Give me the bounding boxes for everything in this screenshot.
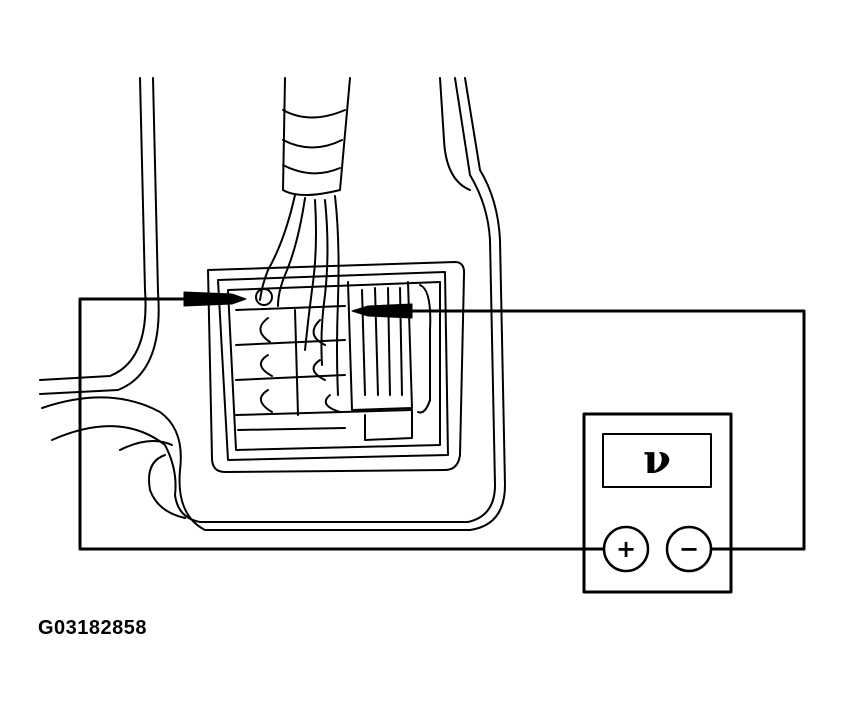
negative-terminal [665, 525, 713, 573]
positive-test-lead [78, 297, 608, 551]
voltmeter-body [582, 412, 733, 594]
negative-probe [351, 303, 413, 319]
positive-terminal [602, 525, 650, 573]
test-circuit [78, 297, 806, 551]
voltmeter [582, 412, 733, 594]
negative-terminal-label: − [679, 535, 699, 563]
wire-harness [259, 77, 351, 396]
positive-terminal-label: + [616, 535, 636, 563]
electrical-connector [207, 261, 466, 473]
voltmeter-display [602, 433, 712, 488]
probe-tips [183, 291, 413, 319]
positive-probe [183, 291, 247, 307]
negative-test-lead [410, 309, 806, 551]
mounting-bracket [39, 77, 506, 531]
figure-id: G03182858 [38, 617, 148, 639]
voltmeter-display-symbol: ν [643, 436, 671, 483]
